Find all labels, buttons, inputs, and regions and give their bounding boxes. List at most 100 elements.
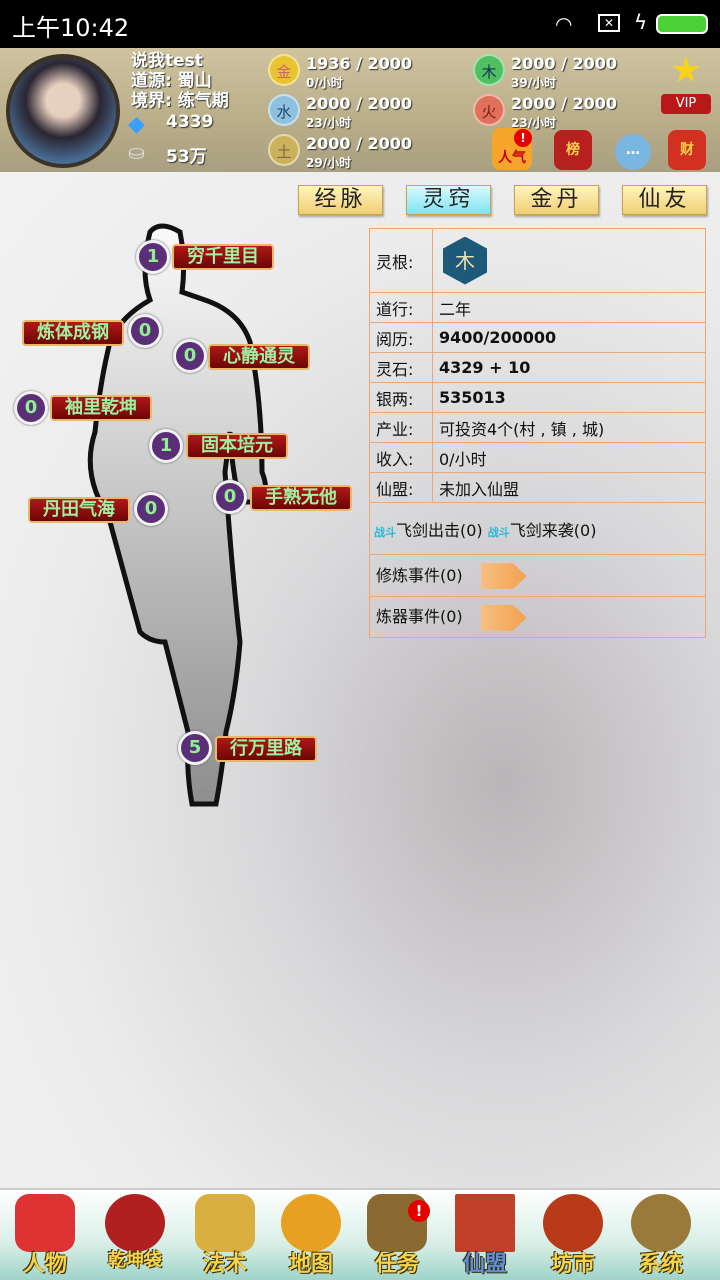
clock: 上午10:42 [12, 14, 130, 42]
water-icon: 水 [268, 94, 300, 126]
cultivate-events-arrow-button[interactable] [480, 563, 527, 590]
sword-in-button[interactable]: 战斗飞剑来袭(0) [488, 521, 597, 540]
nav-quests[interactable]: 任务 ! [354, 1194, 440, 1280]
nav-label: 系统 [638, 1252, 683, 1277]
star-icon: ★ [669, 50, 703, 91]
earth-value: 2000 / 2000 [306, 134, 413, 153]
row-label: 银两: [369, 382, 433, 413]
nav-alliance[interactable]: 仙盟 [442, 1194, 528, 1280]
battle-icon: 战斗 [487, 525, 510, 539]
market-icon [543, 1194, 603, 1252]
nav-label: 仙盟 [462, 1252, 507, 1277]
character-icon [15, 1194, 75, 1252]
nav-character[interactable]: 人物 [2, 1194, 88, 1280]
forge-events-label: 炼器事件(0) [376, 607, 463, 627]
spirit-stones: 4329 + 10 [432, 352, 706, 383]
meridian-level[interactable]: 0 [213, 480, 247, 514]
meridian-level[interactable]: 1 [136, 240, 170, 274]
tab-golden-core[interactable]: 金丹 [514, 185, 599, 215]
experience: 9400/200000 [432, 322, 706, 353]
meridian-level[interactable]: 0 [173, 339, 207, 373]
meridian-qiongqianlimu[interactable]: 穷千里目 [172, 244, 274, 270]
industry: 可投资4个(村 , 镇 , 城) [432, 412, 706, 443]
nav-system[interactable]: 系统 [618, 1194, 704, 1280]
nav-label: 地图 [288, 1252, 333, 1277]
row-label: 灵石: [369, 352, 433, 383]
water-rate: 23/小时 [306, 116, 352, 130]
player-header: 说我test 道源: 蜀山 境界: 练气期 ◆ 4339 ⛀ 53万 金 193… [0, 48, 720, 172]
no-sim-icon: ✕ [598, 14, 620, 32]
meridian-level[interactable]: 5 [178, 731, 212, 765]
wood-icon: 木 [473, 54, 505, 86]
fire-value: 2000 / 2000 [511, 94, 618, 113]
root-label: 灵根: [369, 228, 433, 293]
wood-value: 2000 / 2000 [511, 54, 618, 73]
nav-label: 法术 [202, 1252, 247, 1277]
wood-root-icon: 木 [443, 236, 487, 285]
popularity-button[interactable]: 人气 ! [492, 128, 532, 170]
gear-icon [631, 1194, 691, 1252]
metal-value: 1936 / 2000 [306, 54, 413, 73]
silver-icon: ⛀ [128, 140, 145, 164]
forge-events-arrow-button[interactable] [480, 604, 527, 631]
income: 0/小时 [432, 442, 706, 473]
dao-years: 二年 [432, 292, 706, 323]
player-realm: 境界: 练气期 [131, 91, 229, 111]
meridian-level[interactable]: 0 [134, 492, 168, 526]
sword-out-label: 飞剑出击(0) [396, 520, 483, 540]
silver-count: 53万 [166, 147, 207, 167]
wifi-icon: ◠ [555, 12, 573, 36]
nav-market[interactable]: 坊市 [530, 1194, 616, 1280]
charging-icon: ϟ [634, 10, 648, 34]
earth-rate: 29/小时 [306, 156, 352, 170]
battle-icon: 战斗 [374, 525, 396, 539]
bottom-nav: 人物 乾坤袋 法术 地图 任务 ! 仙盟 坊市 系统 [0, 1188, 720, 1280]
row-label: 收入: [369, 442, 433, 473]
meridian-xiuliqiankun[interactable]: 袖里乾坤 [50, 395, 152, 421]
meridian-level[interactable]: 0 [14, 391, 48, 425]
silver: 535013 [432, 382, 706, 413]
wealth-god-button[interactable]: 财 [668, 130, 706, 170]
meridian-xingwanlilu[interactable]: 行万里路 [215, 736, 317, 762]
nav-bag[interactable]: 乾坤袋 [92, 1194, 178, 1280]
popularity-label: 人气 [498, 150, 526, 166]
tab-meridians[interactable]: 经脉 [298, 185, 383, 215]
meridian-level[interactable]: 1 [149, 429, 183, 463]
alert-badge: ! [408, 1200, 430, 1222]
status-bar: 上午10:42 ◠ ✕ ϟ [0, 0, 720, 48]
scrolls-icon [195, 1194, 255, 1252]
avatar[interactable] [6, 54, 120, 168]
player-origin: 道源: 蜀山 [131, 71, 212, 91]
meridian-level[interactable]: 0 [128, 314, 162, 348]
sword-out-button[interactable]: 战斗飞剑出击(0) [374, 521, 483, 540]
earth-icon: 土 [268, 134, 300, 166]
meridian-xinjingtongling[interactable]: 心静通灵 [208, 344, 310, 370]
vip-button[interactable]: ★ VIP [656, 52, 716, 118]
diamond-count: 4339 [166, 112, 214, 132]
meridian-gubenpeiyuan[interactable]: 固本培元 [186, 433, 288, 459]
nav-label: 人物 [22, 1252, 67, 1277]
nav-map[interactable]: 地图 [268, 1194, 354, 1280]
meridian-dantianqihai[interactable]: 丹田气海 [28, 497, 130, 523]
alert-badge: ! [514, 129, 532, 147]
metal-icon: 金 [268, 54, 300, 86]
tab-spirit-orifices[interactable]: 灵窍 [406, 185, 491, 215]
diamond-icon: ◆ [128, 112, 145, 137]
meridian-liantichenggang[interactable]: 炼体成钢 [22, 320, 124, 346]
nav-label: 任务 [374, 1252, 419, 1277]
alliance: 未加入仙盟 [432, 472, 706, 503]
main-panel: 经脉 灵窍 金丹 仙友 1 穷千里目 炼体成钢 0 0 心静通灵 0 袖里乾坤 … [0, 172, 720, 1188]
row-label: 道行: [369, 292, 433, 323]
vip-label: VIP [661, 94, 711, 114]
player-name: 说我test [131, 51, 203, 71]
cultivate-events-label: 修炼事件(0) [376, 565, 463, 585]
water-value: 2000 / 2000 [306, 94, 413, 113]
nav-label: 乾坤袋 [108, 1250, 162, 1271]
meridian-shoushuwuta[interactable]: 手熟无他 [250, 485, 352, 511]
fire-icon: 火 [473, 94, 505, 126]
nav-spells[interactable]: 法术 [182, 1194, 268, 1280]
tab-friends[interactable]: 仙友 [622, 185, 707, 215]
chat-icon[interactable]: … [615, 134, 651, 170]
info-table: 灵根: 木 道行:二年 阅历:9400/200000 灵石:4329 + 10 … [369, 228, 706, 638]
ranking-scroll-button[interactable]: 榜 [554, 130, 592, 170]
